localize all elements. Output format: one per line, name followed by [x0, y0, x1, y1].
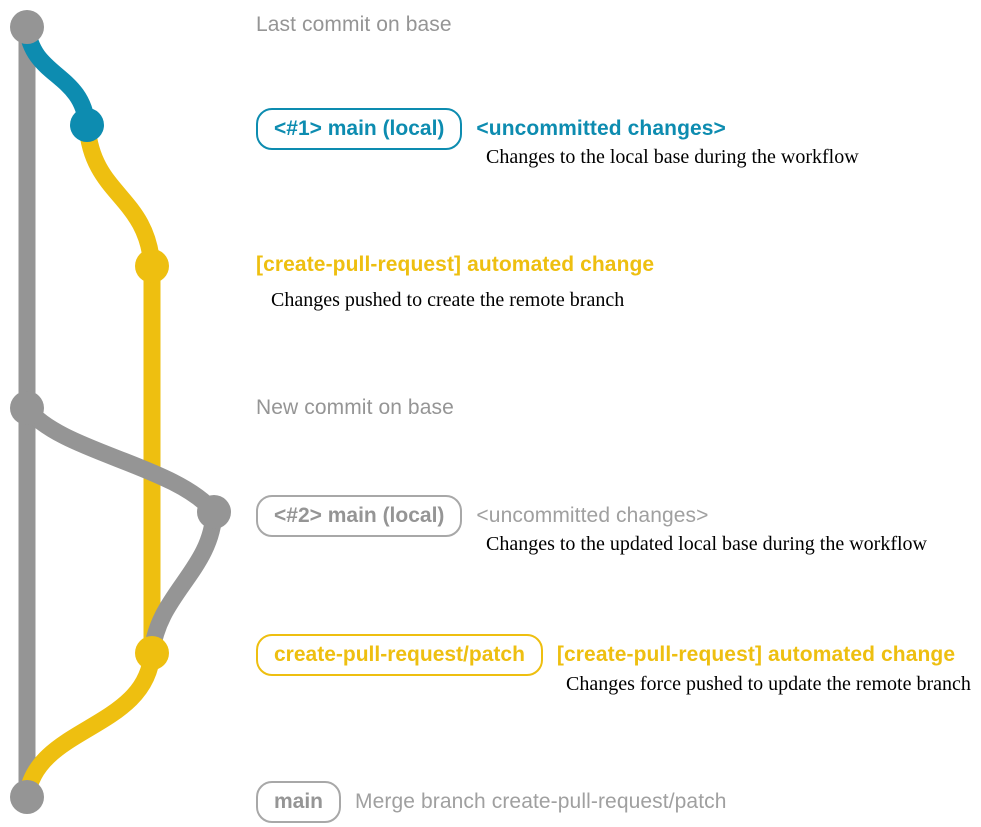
edge-local-2-to-patch-2: [143, 503, 223, 662]
commit-node-base-3: [10, 780, 44, 814]
description-commit-3: Changes to the updated local base during…: [486, 533, 927, 555]
commit-node-local-2: [197, 495, 231, 529]
subject-commit-1: <uncommitted changes>: [476, 117, 726, 140]
ref-pill-main-local-2[interactable]: <#2> main (local): [256, 495, 463, 537]
row-commit-1: <#1> main (local) <uncommitted changes>: [256, 108, 726, 150]
subject-commit-4: [create-pull-request] automated change: [556, 643, 956, 666]
ref-pill-main[interactable]: main: [256, 781, 342, 823]
description-commit-1: Changes to the local base during the wor…: [486, 146, 859, 168]
row-last-commit-on-base: Last commit on base: [256, 13, 452, 37]
edge-local-1-to-patch-1: [78, 116, 161, 275]
ref-pill-create-pull-request-patch[interactable]: create-pull-request/patch: [256, 634, 543, 676]
caption-new-commit-on-base: New commit on base: [256, 396, 454, 419]
commit-node-base-2: [10, 391, 44, 425]
row-new-commit-on-base: New commit on base: [256, 396, 454, 420]
commit-node-patch-2: [135, 636, 169, 670]
subject-commit-3: <uncommitted changes>: [476, 504, 709, 527]
caption-commit-2: [create-pull-request] automated change: [256, 253, 655, 276]
row-commit-4: create-pull-request/patch [create-pull-r…: [256, 634, 955, 676]
commit-node-base-1: [10, 10, 44, 44]
ref-pill-main-local-1[interactable]: <#1> main (local): [256, 108, 463, 150]
description-commit-4: Changes force pushed to update the remot…: [566, 673, 971, 695]
row-commit-3: <#2> main (local) <uncommitted changes>: [256, 495, 709, 537]
row-commit-2: [create-pull-request] automated change: [256, 253, 654, 277]
caption-last-commit-on-base: Last commit on base: [256, 13, 452, 36]
commit-node-patch-1: [135, 249, 169, 283]
subject-commit-5: Merge branch create-pull-request/patch: [355, 790, 727, 813]
description-commit-2: Changes pushed to create the remote bran…: [271, 289, 625, 311]
row-commit-5: main Merge branch create-pull-request/pa…: [256, 781, 727, 823]
commit-node-local-1: [70, 108, 104, 142]
edge-base-to-local-2: [18, 399, 223, 521]
edge-patch-2-to-base: [18, 644, 161, 806]
